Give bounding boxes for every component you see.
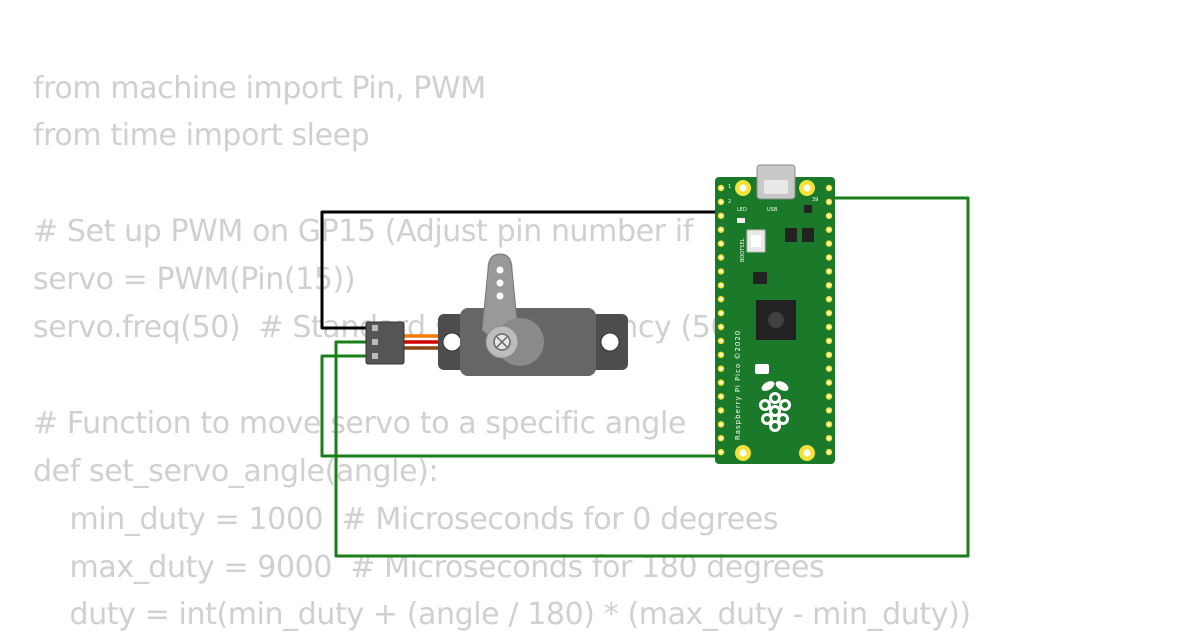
gpio-pin-hole bbox=[719, 283, 723, 287]
code-line: min_duty = 1000 # Microseconds for 0 deg… bbox=[33, 502, 779, 537]
code-line: def set_servo_angle(angle): bbox=[33, 454, 439, 489]
gpio-pin-hole bbox=[827, 353, 831, 357]
gpio-pin-hole bbox=[719, 422, 723, 426]
gpio-pin-hole bbox=[827, 228, 831, 232]
led-label: LED bbox=[737, 207, 747, 213]
connector-pin bbox=[372, 339, 378, 345]
gpio-pin-hole bbox=[719, 228, 723, 232]
gpio-pin-hole bbox=[719, 297, 723, 301]
connector-pin bbox=[372, 325, 378, 331]
usb-label: USB bbox=[767, 207, 778, 213]
gpio-pin-hole bbox=[719, 186, 723, 190]
gpio-pin-hole bbox=[719, 450, 723, 454]
servo-motor[interactable] bbox=[365, 253, 628, 376]
gpio-pin-hole bbox=[827, 367, 831, 371]
test-pad bbox=[755, 364, 769, 374]
gpio-pin-hole bbox=[719, 339, 723, 343]
gpio-pin-hole bbox=[719, 200, 723, 204]
gpio-pin-hole bbox=[827, 270, 831, 273]
gpio-pin-hole bbox=[827, 395, 831, 398]
raspberry-pi-pico[interactable]: 1 2 39 LED USB BOOTSEL Raspberry Pi Pico… bbox=[715, 164, 835, 464]
gpio-pin-hole bbox=[719, 270, 723, 273]
bootsel-label: BOOTSEL bbox=[740, 238, 746, 262]
voltage-regulator bbox=[802, 228, 814, 242]
gpio-pin-hole bbox=[827, 242, 831, 246]
gpio-pin-hole bbox=[827, 409, 831, 412]
gpio-pin-hole bbox=[719, 256, 723, 259]
gpio-pin-hole bbox=[719, 367, 723, 371]
code-line: # Function to move servo to a specific a… bbox=[33, 406, 686, 441]
pin-39-label: 39 bbox=[812, 197, 818, 203]
raspberry-pi-logo-icon bbox=[759, 381, 791, 432]
gpio-pin-hole bbox=[827, 381, 831, 384]
power-wire[interactable] bbox=[320, 354, 722, 458]
gpio-pin-hole bbox=[827, 325, 831, 329]
gpio-pin-hole bbox=[827, 422, 831, 426]
signal-wire[interactable] bbox=[334, 196, 970, 558]
gpio-pin-hole bbox=[719, 242, 723, 246]
code-line: # Set up PWM on GP15 (Adjust pin number … bbox=[33, 214, 693, 249]
pin-header-right bbox=[825, 184, 833, 456]
gpio-pin-hole bbox=[719, 353, 723, 357]
gpio-pin-hole bbox=[719, 381, 723, 384]
flash-chip bbox=[753, 272, 767, 284]
rp2040-chip bbox=[756, 300, 796, 340]
gpio-pin-hole bbox=[719, 325, 723, 329]
wires bbox=[320, 196, 970, 558]
code-line: from machine import Pin, PWM bbox=[33, 71, 486, 106]
pin-1-label: 1 bbox=[728, 184, 731, 190]
smd-component bbox=[804, 205, 812, 213]
gpio-pin-hole bbox=[719, 311, 723, 315]
gpio-pin-hole bbox=[827, 436, 831, 440]
connector-pin bbox=[372, 353, 378, 359]
gpio-pin-hole bbox=[827, 256, 831, 259]
ground-wire[interactable] bbox=[320, 210, 730, 330]
pin-2-label: 2 bbox=[728, 199, 731, 205]
code-line: duty = int(min_duty + (angle / 180) * (m… bbox=[33, 597, 972, 632]
gpio-pin-hole bbox=[827, 339, 831, 343]
pin-header-left bbox=[717, 184, 725, 456]
gpio-pin-hole bbox=[827, 450, 831, 454]
gpio-pin-hole bbox=[719, 436, 723, 440]
crystal bbox=[785, 228, 797, 242]
code-line: max_duty = 9000 # Microseconds for 180 d… bbox=[33, 550, 825, 585]
gpio-pin-hole bbox=[827, 214, 831, 218]
onboard-led bbox=[737, 218, 745, 223]
board-silkscreen: Raspberry Pi Pico ©2020 bbox=[734, 330, 742, 440]
gpio-pin-hole bbox=[827, 283, 831, 287]
gpio-pin-hole bbox=[827, 200, 831, 204]
gpio-pin-hole bbox=[719, 214, 723, 218]
gpio-pin-hole bbox=[827, 311, 831, 315]
gpio-pin-hole bbox=[827, 186, 831, 190]
code-line: from time import sleep bbox=[33, 118, 370, 153]
gpio-pin-hole bbox=[719, 395, 723, 398]
servo-connector[interactable] bbox=[365, 321, 405, 365]
gpio-pin-hole bbox=[719, 409, 723, 412]
gpio-pin-hole bbox=[827, 297, 831, 301]
